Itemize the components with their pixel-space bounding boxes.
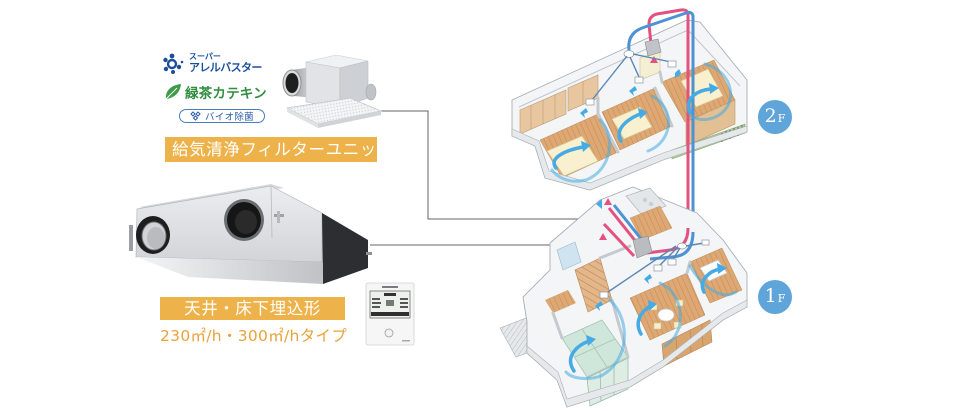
outdoor-airflow-arrows	[596, 198, 612, 240]
outdoor-intake-duct-supply	[607, 207, 639, 244]
vent-outflow-arrows-2f	[580, 69, 681, 118]
remote-controller-model-mark	[402, 340, 410, 342]
floor-2-front-wall	[511, 125, 748, 191]
filter-unit-label: 給気清浄フィルターユニット	[165, 137, 393, 162]
airflow-loop-middle-room	[646, 94, 670, 153]
remote-controller-screen-footer	[371, 312, 409, 316]
filter-unit-side-duct	[365, 83, 377, 101]
ventilation-unit-in-house-1f	[632, 235, 653, 259]
duct-junction-2f	[623, 50, 635, 58]
airflow-loop-right-room	[686, 62, 732, 122]
duct-junction-1f	[677, 242, 687, 250]
floor-badge-2f-suffix: F	[777, 112, 786, 125]
supply-duct-to-ventilation-unit	[602, 222, 636, 258]
allerbuster-line1: スーパー	[189, 52, 221, 61]
floor-badge-1f-number: 1	[764, 285, 777, 307]
floor-1-bathroom	[556, 241, 582, 271]
ventilation-unit-image	[129, 184, 372, 284]
filter-unit-panel-edge-front	[287, 108, 318, 128]
branch-ducts-2f	[591, 53, 672, 101]
supply-up-arrow-outdoor	[604, 198, 612, 205]
remote-controller-button	[384, 328, 394, 338]
ventilation-unit-bracket-left	[129, 225, 133, 251]
ceiling-vents-1f	[599, 239, 710, 299]
house-floor-1	[499, 186, 748, 408]
filter-unit-in-house-2f	[644, 38, 662, 57]
ventilation-unit-bracket-right	[366, 252, 372, 255]
remote-controller-image	[365, 282, 415, 346]
ceiling-vents-2f	[585, 60, 677, 106]
floor-badge-2f-number: 2	[764, 105, 777, 127]
floor-1-living-floor	[629, 272, 706, 341]
catechin-text: 緑茶カテキン	[185, 85, 267, 102]
exhaust-duct-2f	[627, 11, 695, 232]
remote-controller-brand	[382, 286, 398, 288]
floor-2-closets	[519, 49, 661, 135]
airflow-loop-dining	[688, 264, 738, 297]
airflow-loop-living	[658, 281, 682, 348]
allerbuster-flower-icon	[163, 53, 184, 74]
bio-text: バイオ除菌	[204, 112, 254, 123]
ventilation-unit-duct-left-shadow	[147, 227, 165, 249]
airflow-curl-right-room	[686, 87, 713, 114]
remote-controller-screen-header	[384, 293, 396, 296]
logo-green-tea-catechin: 緑茶カテキン	[164, 83, 267, 102]
house-floor-2	[511, 8, 748, 232]
floor-1-front-wall	[526, 299, 748, 408]
vent-outflow-arrows-1f	[595, 274, 652, 311]
airflow-curl-dining	[700, 267, 722, 294]
floor-1-dining-table	[657, 308, 675, 322]
filter-unit-panel-edge-side	[318, 111, 381, 128]
ventilation-unit-bottom-face	[136, 257, 323, 284]
ventilation-unit-label: 天井・床下埋込形	[160, 297, 345, 320]
bio-diamond-icon	[190, 111, 201, 121]
supply-up-arrow-indoor	[599, 233, 607, 240]
exhaust-left-arrow-outdoor	[596, 199, 602, 209]
exhaust-duct-1f	[649, 231, 695, 261]
ventilation-unit-dark-panel	[322, 213, 368, 284]
airflow-curl-tatami	[568, 339, 591, 373]
leaf-icon	[165, 84, 181, 100]
floor-1-sink	[642, 197, 654, 207]
filter-unit-grille-panel	[285, 97, 383, 125]
remote-controller-screen-readouts	[372, 298, 408, 308]
airflow-loop-tatami	[564, 298, 626, 381]
allerbuster-line2: アレルバスター	[189, 61, 262, 74]
logo-bio-sterilization: バイオ除菌	[179, 109, 265, 123]
airflow-arrowheads-1f	[586, 263, 727, 346]
outdoor-exhaust-duct	[612, 204, 644, 241]
connector-line-filter-unit	[378, 110, 606, 220]
airflow-1f	[564, 264, 738, 381]
airflow-arrowheads-2f	[581, 83, 719, 152]
floor-badge-1f-suffix: F	[777, 292, 786, 305]
logo-super-allerbuster: スーパー アレルバスター	[163, 52, 262, 74]
airflow-loop-left-room	[550, 118, 611, 183]
floor-1-hall-floor	[545, 290, 576, 313]
supply-arrow-2f	[650, 56, 658, 63]
airflow-curl-left-room	[552, 145, 585, 170]
airflow-2f	[550, 62, 732, 183]
ventilation-unit-duct-right-inner	[235, 210, 257, 234]
filter-unit-image	[282, 54, 383, 128]
ventilation-unit-hook	[274, 211, 284, 223]
ventilation-unit-seam	[270, 185, 273, 239]
airflow-curl-middle-room	[617, 112, 642, 143]
filter-unit-duct-opening	[285, 73, 299, 93]
ventilation-unit-capacity: 230㎡/h・300㎡/hタイプ	[160, 327, 348, 345]
